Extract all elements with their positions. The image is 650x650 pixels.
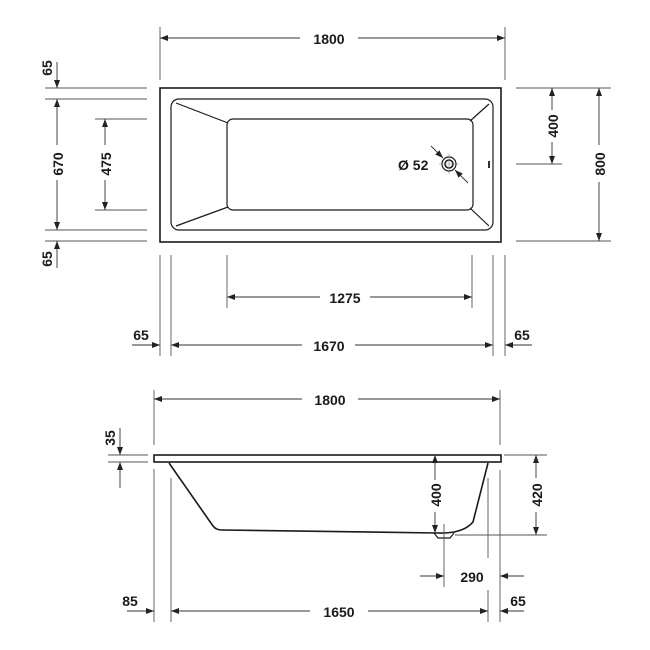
base-length-label: 1650: [323, 604, 354, 620]
tub-body-profile: [168, 462, 489, 534]
drain-offset-label: 400: [545, 114, 561, 138]
top-view: Ø 52 1800 65 670 475 65: [39, 27, 611, 356]
side-view: 1800 35 400 420 290 1650 85: [102, 390, 547, 622]
total-depth-label: 420: [529, 483, 545, 507]
floor-length-label: 1275: [329, 290, 360, 306]
overall-length-label: 1800: [313, 31, 344, 47]
overall-width-label: 800: [592, 152, 608, 176]
inner-length-label: 1670: [313, 338, 344, 354]
drain-icon: [430, 145, 469, 184]
tub-outer-rim: [159, 87, 502, 243]
tub-rim-profile: [153, 454, 502, 463]
rim-bottom-label: 65: [39, 251, 55, 267]
rim-top-label: 65: [39, 60, 55, 76]
rim-right-label: 65: [514, 327, 530, 343]
rim-left-label: 65: [133, 327, 149, 343]
left-offset-label: 85: [122, 593, 138, 609]
tub-inner-basin: [170, 98, 494, 231]
drain-diameter-label: Ø 52: [398, 157, 429, 173]
rim-thickness-label: 35: [102, 430, 118, 446]
side-length-label: 1800: [314, 392, 345, 408]
inner-width-label: 670: [50, 152, 66, 176]
tub-floor: [226, 118, 474, 211]
right-offset-label: 65: [510, 593, 526, 609]
drain-depth-label: 400: [428, 483, 444, 507]
floor-width-label: 475: [98, 152, 114, 176]
drain-position-label: 290: [460, 569, 484, 585]
